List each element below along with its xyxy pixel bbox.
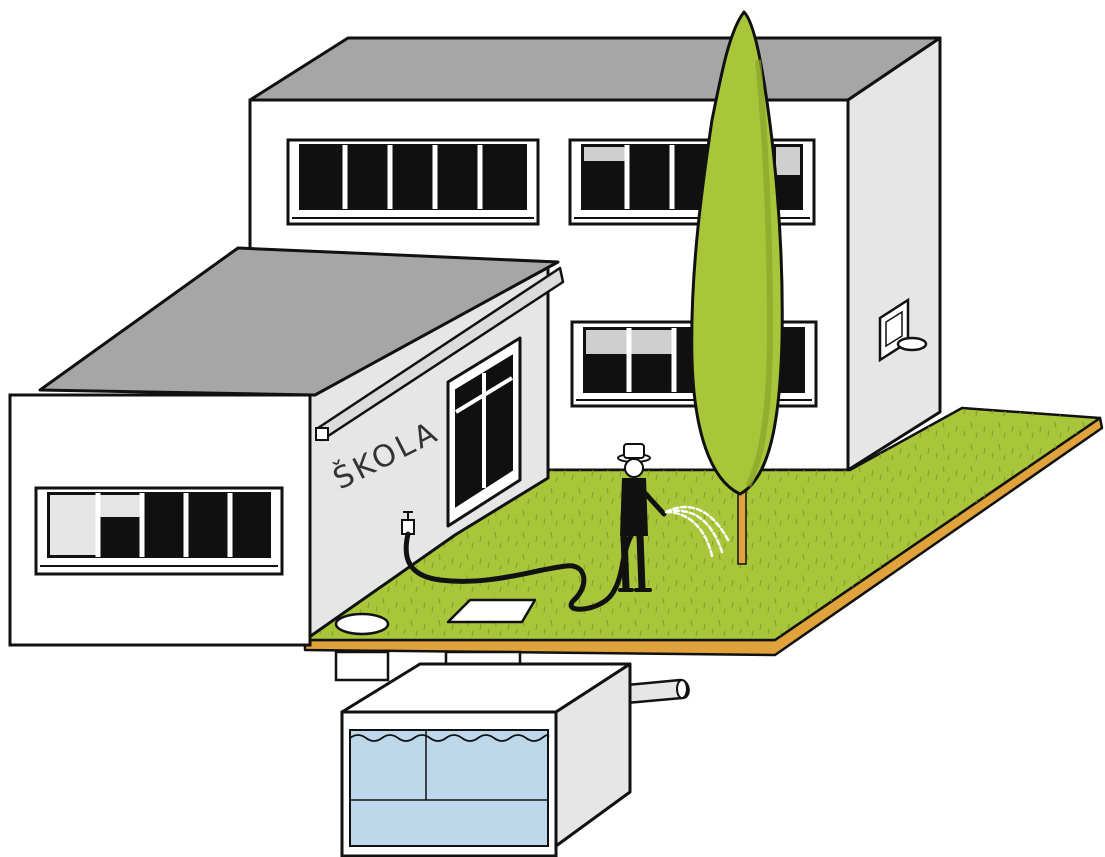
manhole-cover [334,612,390,636]
water-surface [349,734,550,742]
tree-crown [690,10,784,496]
main-building-roof [248,36,942,102]
main-building-side-wall [846,36,942,472]
basketball-hoop [878,297,928,363]
tank-water [349,729,549,847]
annex-window [34,486,284,576]
garden-hose [403,523,641,612]
water-tap [401,511,415,535]
cypress-tree [690,10,784,565]
annex-roof [38,246,560,397]
water-spray [664,505,730,558]
underground-system [334,650,690,857]
manhole-shaft [334,650,390,682]
tank-access-hatch [446,598,537,624]
annex-building: ŠKOLA [8,246,565,647]
gardener-figure [617,443,730,592]
entrance-door [446,336,522,528]
upper-left-window [286,138,540,226]
